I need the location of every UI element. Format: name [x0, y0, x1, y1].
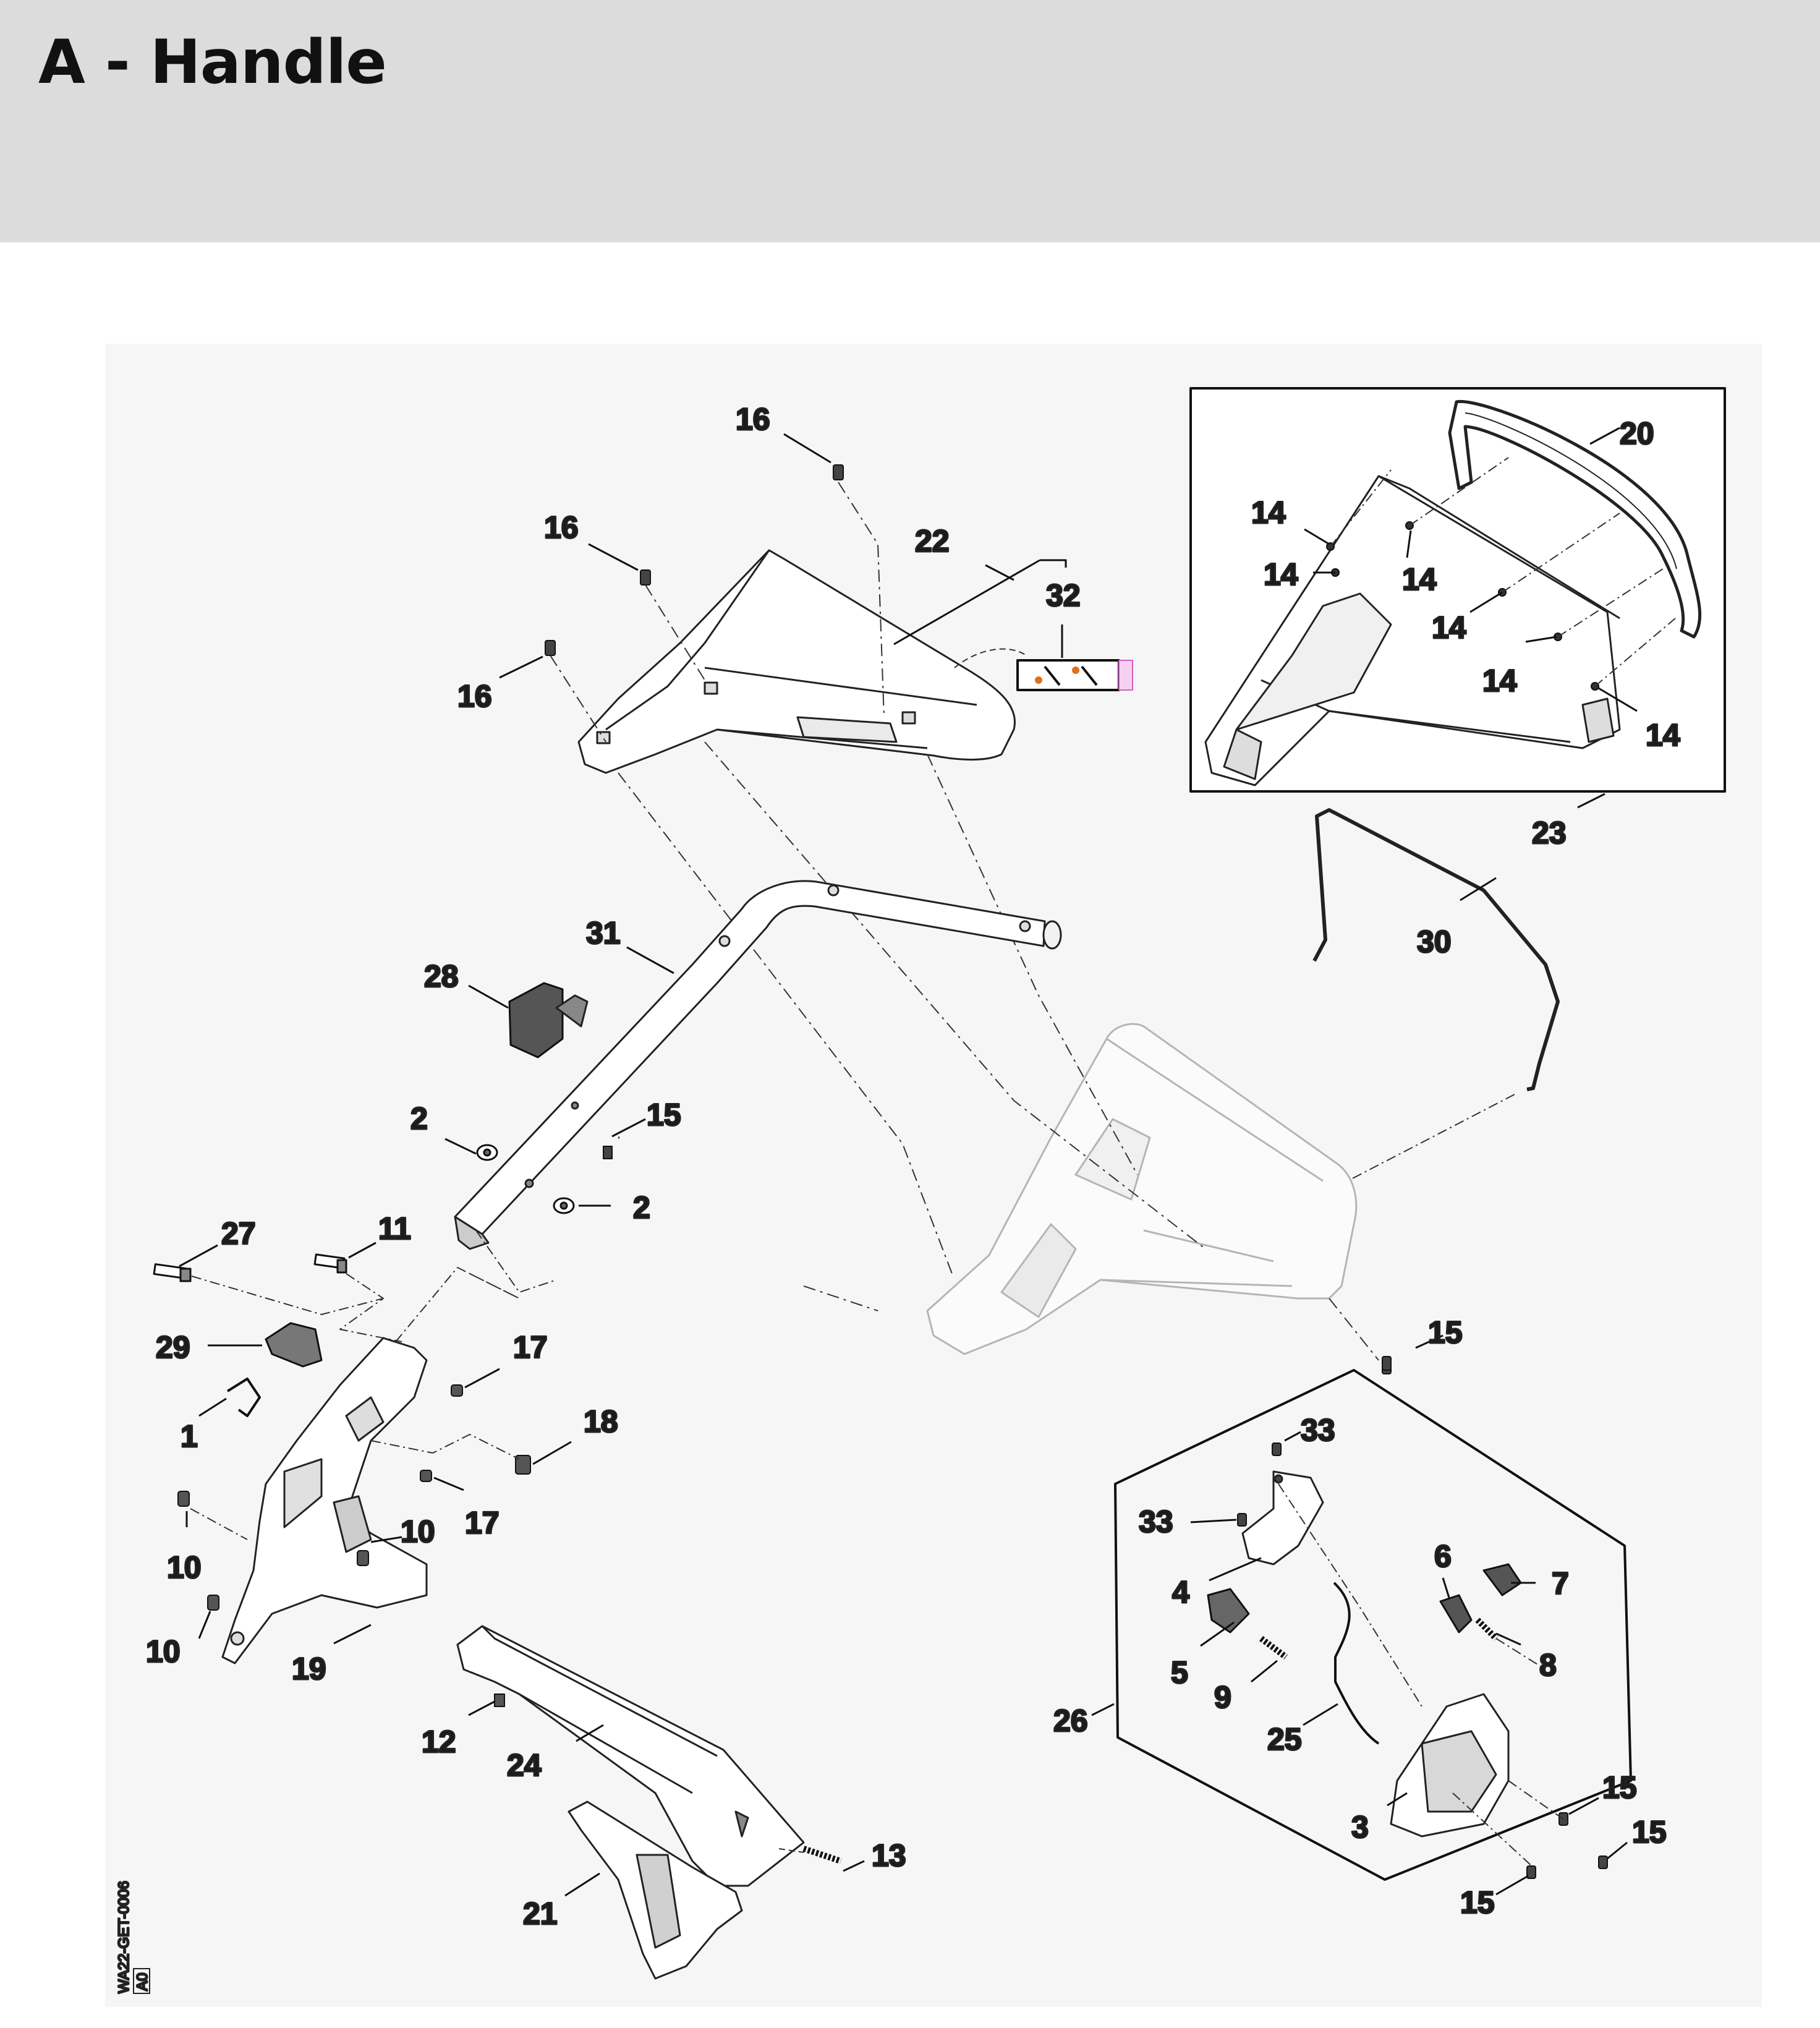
callout-17: 17 — [513, 1330, 548, 1365]
callout-15: 15 — [1602, 1770, 1637, 1805]
callout-14: 14 — [1432, 610, 1466, 645]
clamp-29-part — [265, 1322, 323, 1368]
svg-text:A0: A0 — [134, 1973, 151, 1991]
callout-31: 31 — [586, 916, 621, 950]
callout-25: 25 — [1267, 1722, 1302, 1757]
clamp-knob-part — [508, 982, 589, 1059]
callout-3: 3 — [1351, 1810, 1369, 1844]
callout-14: 14 — [1264, 557, 1298, 592]
exploded-parts-diagram: 16 16 16 22 32 20 14 14 14 14 14 14 23 3… — [115, 387, 1726, 1995]
callout-20: 20 — [1620, 416, 1654, 451]
callout-16: 16 — [457, 679, 492, 714]
callout-18: 18 — [584, 1404, 618, 1439]
inset-frame — [1189, 387, 1726, 793]
handle-tube-part — [454, 880, 1062, 1250]
callout-23: 23 — [1532, 816, 1567, 850]
callout-14: 14 — [1402, 562, 1437, 597]
callout-15: 15 — [1428, 1315, 1463, 1350]
callout-10: 10 — [146, 1634, 181, 1669]
callout-15: 15 — [1460, 1885, 1495, 1920]
callout-13: 13 — [872, 1838, 906, 1873]
callout-22: 22 — [915, 524, 950, 558]
diagram-panel: 16 16 16 22 32 20 14 14 14 14 14 14 23 3… — [105, 344, 1762, 2007]
callout-19: 19 — [292, 1651, 326, 1686]
page-title: A - Handle — [38, 27, 387, 98]
svg-text:WA22-GET-0006: WA22-GET-0006 — [116, 1881, 132, 1993]
callout-4: 4 — [1172, 1575, 1189, 1609]
bolt-11 — [313, 1253, 347, 1274]
callout-33: 33 — [1139, 1504, 1173, 1539]
spring-1-part — [226, 1378, 261, 1417]
lower-bracket-part — [221, 1337, 428, 1664]
callout-17: 17 — [465, 1506, 500, 1540]
washers-2 — [476, 1144, 575, 1214]
screw-kit-box — [1016, 659, 1133, 691]
control-assembly-frame — [1114, 1361, 1632, 1881]
callout-labels: 16 16 16 22 32 20 14 14 14 14 14 14 23 3… — [145, 401, 1682, 1932]
callout-10: 10 — [167, 1550, 202, 1585]
callout-2: 2 — [410, 1101, 428, 1136]
callout-14: 14 — [1251, 495, 1286, 530]
callout-29: 29 — [156, 1330, 190, 1365]
callout-8: 8 — [1539, 1648, 1557, 1682]
callout-30: 30 — [1417, 924, 1452, 959]
callout-11: 11 — [378, 1211, 411, 1246]
callout-12: 12 — [422, 1724, 456, 1759]
callout-9: 9 — [1214, 1680, 1231, 1715]
callout-26: 26 — [1053, 1703, 1088, 1738]
callout-7: 7 — [1552, 1566, 1569, 1601]
callout-15: 15 — [1632, 1815, 1667, 1849]
callout-2: 2 — [633, 1190, 650, 1225]
callout-27: 27 — [221, 1216, 256, 1251]
wire-bar-part — [1312, 808, 1560, 1091]
callout-14: 14 — [1482, 663, 1517, 698]
bolt-27 — [153, 1263, 192, 1282]
callout-24: 24 — [507, 1748, 542, 1783]
callout-14: 14 — [1646, 718, 1680, 752]
callout-21: 21 — [523, 1896, 558, 1931]
drawing-code: WA22-GET-0006 A0 — [115, 1880, 152, 1995]
callout-15: 15 — [647, 1097, 681, 1132]
screws-16 — [545, 464, 844, 656]
lower-support-part — [568, 1800, 743, 1980]
callout-1: 1 — [181, 1419, 198, 1454]
callout-10: 10 — [401, 1514, 435, 1549]
callout-6: 6 — [1434, 1539, 1452, 1574]
callout-16: 16 — [544, 510, 579, 545]
handle-top-cover-part — [1448, 399, 1702, 639]
header-bar: A - Handle — [0, 0, 1820, 242]
callout-32: 32 — [1046, 578, 1081, 613]
callout-28: 28 — [424, 959, 459, 994]
assembled-handle-ghost — [926, 1023, 1358, 1355]
lower-tube-part — [456, 1625, 805, 1887]
bolt-13 — [802, 1846, 842, 1864]
callout-5: 5 — [1171, 1655, 1188, 1690]
callout-16: 16 — [736, 402, 770, 437]
upper-handle-cover-part — [577, 549, 1016, 774]
callout-33: 33 — [1301, 1413, 1335, 1447]
